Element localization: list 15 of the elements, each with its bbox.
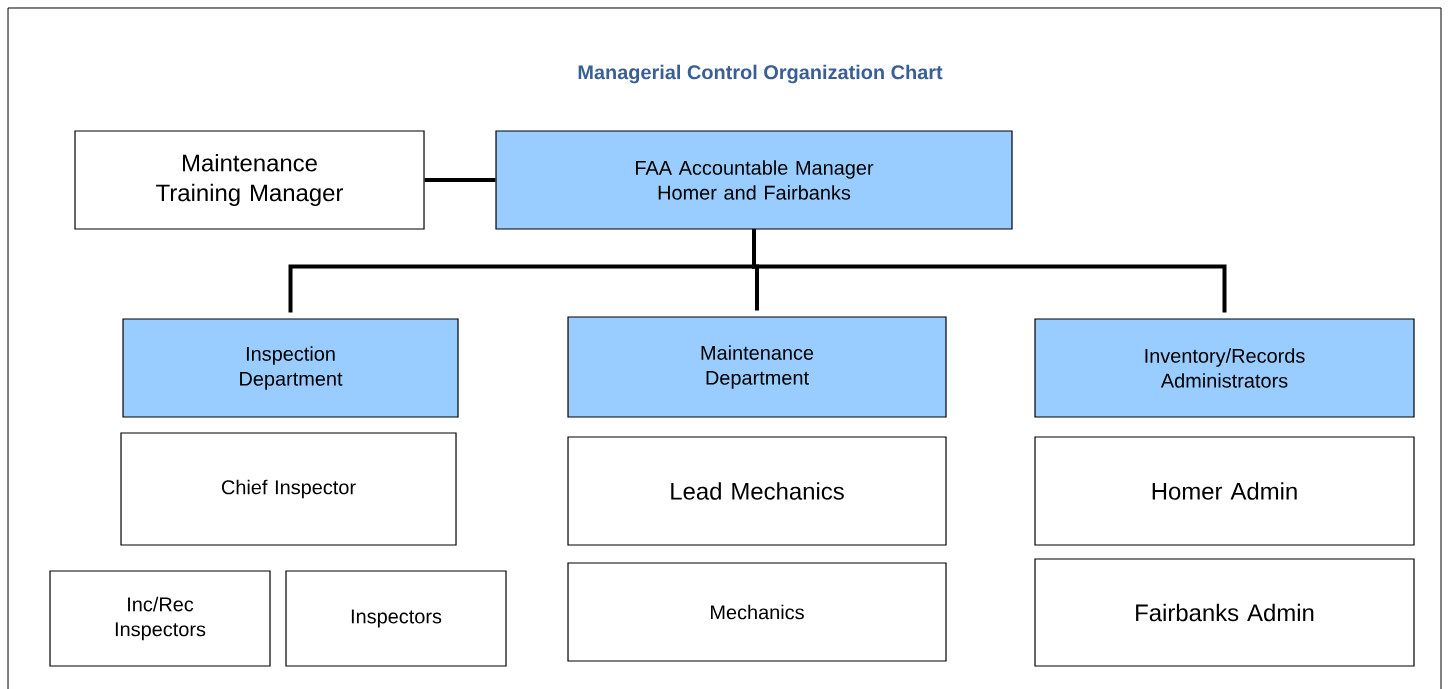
role-box: Lead Mechanics: [567, 436, 947, 546]
manager-box: FAA Accountable Manager Homer and Fairbanks: [495, 130, 1013, 230]
connector-line: [424, 178, 496, 182]
chart-title: Managerial Control Organization Chart: [578, 64, 943, 84]
manager-box: Maintenance Training Manager: [74, 130, 425, 230]
department-box: Inventory/Records Administrators: [1034, 318, 1415, 418]
role-box: Inspectors: [285, 570, 507, 667]
role-box: Chief Inspector: [120, 432, 457, 546]
department-box: Maintenance Department: [567, 316, 947, 418]
department-box: Inspection Department: [122, 318, 459, 418]
connector-line: [752, 229, 1227, 313]
role-box: Inc/Rec Inspectors: [49, 570, 271, 667]
role-box: Mechanics: [567, 562, 947, 662]
role-box: Fairbanks Admin: [1034, 558, 1415, 667]
role-box: Homer Admin: [1034, 436, 1415, 546]
